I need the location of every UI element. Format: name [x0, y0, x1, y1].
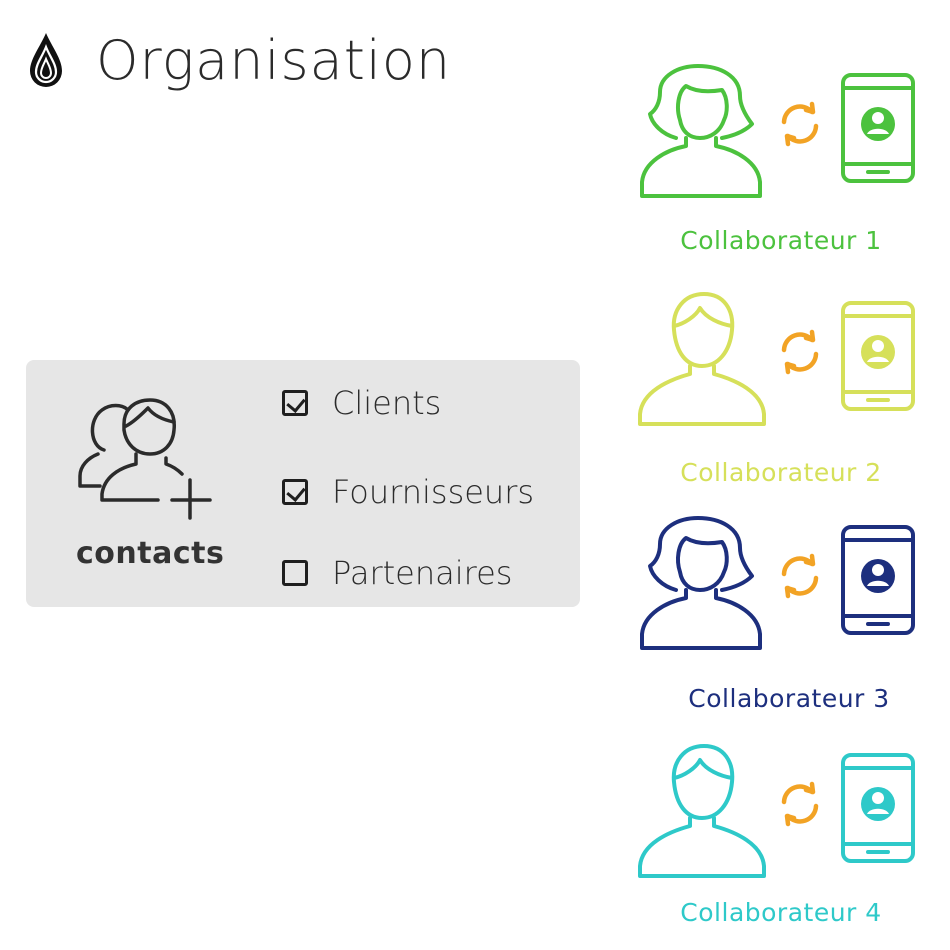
collaborator-3: Collaborateur 3 — [636, 514, 926, 713]
collaborator-name: Collaborateur 4 — [680, 898, 882, 927]
add-contacts-icon — [78, 398, 212, 520]
woman-icon — [640, 64, 762, 198]
collaborator-4: Collaborateur 4 — [636, 742, 926, 927]
sync-icon — [781, 329, 819, 375]
clients-label: Clients — [332, 384, 442, 422]
contacts-label: contacts — [76, 536, 225, 571]
page-title: Organisation — [96, 29, 452, 92]
contacts-panel: contacts Clients Fournisseurs Partenaire… — [26, 360, 580, 607]
smartphone-icon — [841, 73, 915, 183]
option-clients[interactable]: Clients — [282, 384, 441, 422]
collaborator-2: Collaborateur 2 — [636, 290, 926, 487]
fournisseurs-checkbox[interactable] — [282, 479, 308, 505]
woman-icon — [640, 516, 762, 650]
partenaires-checkbox[interactable] — [282, 560, 308, 586]
partenaires-label: Partenaires — [332, 554, 513, 592]
fournisseurs-label: Fournisseurs — [332, 473, 535, 511]
sync-icon — [781, 101, 819, 147]
sync-icon — [781, 553, 819, 599]
water-drop-logo-icon — [30, 33, 62, 87]
smartphone-icon — [841, 301, 915, 411]
man-icon — [638, 292, 766, 426]
clients-checkbox[interactable] — [282, 390, 308, 416]
header: Organisation — [26, 26, 451, 96]
option-fournisseurs[interactable]: Fournisseurs — [282, 473, 534, 511]
sync-icon — [781, 781, 819, 827]
collaborator-name: Collaborateur 2 — [680, 458, 882, 487]
collaborator-name: Collaborateur 3 — [688, 684, 890, 713]
collaborator-name: Collaborateur 1 — [680, 226, 882, 255]
option-partenaires[interactable]: Partenaires — [282, 554, 512, 592]
smartphone-icon — [841, 525, 915, 635]
smartphone-icon — [841, 753, 915, 863]
collaborator-1: Collaborateur 1 — [636, 62, 926, 255]
man-icon — [638, 744, 766, 878]
